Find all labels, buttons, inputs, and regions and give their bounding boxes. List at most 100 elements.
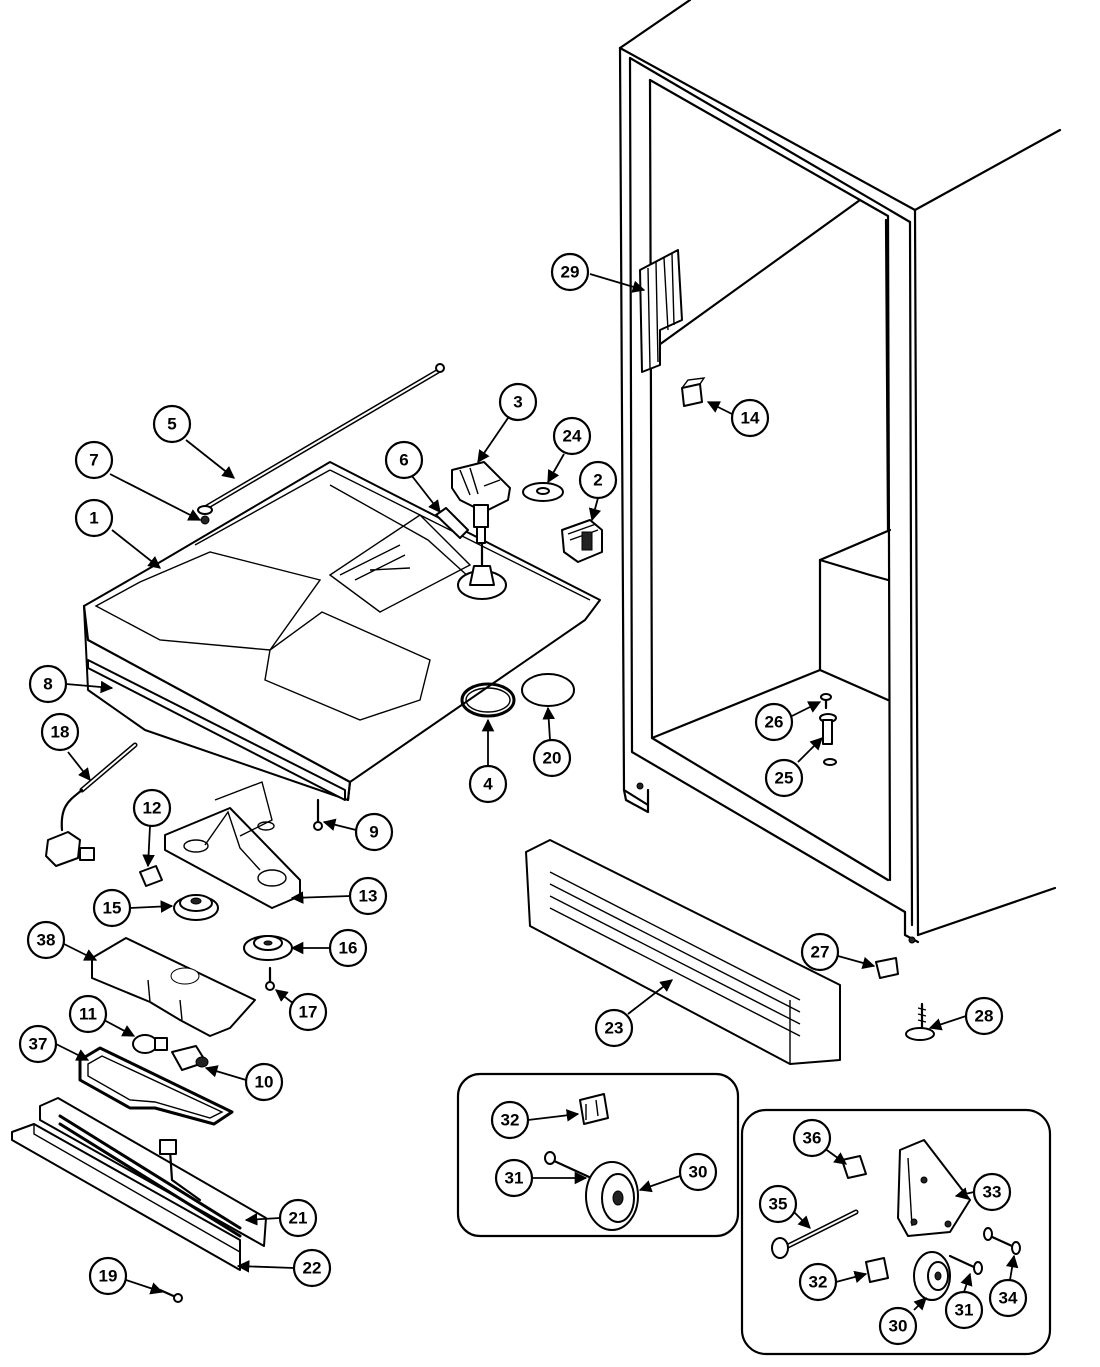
leveling-leg-part: [905, 1002, 935, 1041]
svg-text:5: 5: [167, 415, 176, 434]
callout-11: 11: [68, 994, 108, 1034]
callout-3: 3: [498, 382, 538, 422]
svg-text:7: 7: [89, 451, 98, 470]
callout-15: 15: [92, 888, 132, 928]
callout-7: 7: [74, 440, 114, 480]
svg-text:25: 25: [775, 769, 794, 788]
svg-text:27: 27: [811, 943, 830, 962]
callout-12: 12: [132, 788, 172, 828]
svg-text:23: 23: [605, 1019, 624, 1038]
callout-31-inset-b: 31: [944, 1290, 984, 1330]
svg-text:21: 21: [289, 1209, 308, 1228]
callout-22: 22: [292, 1248, 332, 1288]
callouts: 1 2 3 4 5 6 7 8 9 10 11 12 13: [18, 252, 1028, 1346]
svg-text:20: 20: [543, 749, 562, 768]
svg-text:13: 13: [359, 887, 378, 906]
callout-32-inset-a: 32: [490, 1100, 530, 1140]
callout-18: 18: [40, 712, 80, 752]
svg-text:32: 32: [809, 1273, 828, 1292]
trim-strip-part: [87, 659, 346, 801]
callout-37: 37: [18, 1024, 58, 1064]
callout-26: 26: [754, 702, 794, 742]
inset-roller-a: [456, 1072, 740, 1238]
svg-text:12: 12: [143, 799, 162, 818]
disc-part: [521, 673, 575, 707]
svg-text:36: 36: [803, 1129, 822, 1148]
callout-28: 28: [964, 996, 1004, 1036]
mounting-rail-part: [11, 1123, 241, 1271]
callout-1: 1: [74, 498, 114, 538]
svg-text:14: 14: [741, 409, 760, 428]
callout-20: 20: [532, 738, 572, 778]
block-part: [139, 865, 163, 887]
grille-clip-part: [875, 957, 899, 979]
control-panel-part: [82, 461, 601, 802]
callout-32-inset-b: 32: [798, 1262, 838, 1302]
gasket-part: [78, 1046, 234, 1126]
light-cover-part: [91, 937, 256, 1037]
callout-35: 35: [758, 1184, 798, 1224]
svg-text:3: 3: [513, 393, 522, 412]
callout-34: 34: [988, 1278, 1028, 1318]
callout-5: 5: [152, 404, 192, 444]
svg-text:35: 35: [769, 1195, 788, 1214]
svg-text:24: 24: [563, 427, 582, 446]
svg-text:28: 28: [975, 1007, 994, 1026]
clip-part: [681, 377, 706, 407]
small-screw-part: [200, 515, 210, 525]
callout-31-inset-a: 31: [494, 1158, 534, 1198]
svg-text:31: 31: [955, 1301, 974, 1320]
callout-33: 33: [972, 1172, 1012, 1212]
knob-screw-part: [265, 966, 275, 991]
callout-8: 8: [28, 664, 68, 704]
callout-17: 17: [288, 992, 328, 1032]
rail-screw-part: [158, 1288, 183, 1303]
callout-19: 19: [88, 1256, 128, 1296]
svg-text:29: 29: [561, 263, 580, 282]
svg-text:11: 11: [79, 1005, 97, 1024]
insulation-strip-part: [639, 249, 683, 373]
svg-text:37: 37: [29, 1035, 48, 1054]
callout-4: 4: [468, 764, 508, 804]
callout-10: 10: [244, 1062, 284, 1102]
svg-text:10: 10: [255, 1073, 274, 1092]
callout-36: 36: [792, 1118, 832, 1158]
shelf-support-part: [819, 693, 837, 766]
svg-text:15: 15: [103, 899, 122, 918]
svg-text:19: 19: [99, 1267, 118, 1286]
inset-roller-b: [740, 1108, 1052, 1356]
callout-21: 21: [278, 1198, 318, 1238]
svg-text:18: 18: [51, 723, 70, 742]
callout-9: 9: [354, 812, 394, 852]
screw-part: [313, 798, 323, 831]
washer-part: [522, 482, 564, 502]
control-housing-part: [451, 461, 511, 544]
svg-text:6: 6: [399, 451, 408, 470]
dial-knob-part: [243, 935, 293, 961]
callout-30-inset-b: 30: [878, 1306, 918, 1346]
bulb-part: [132, 1034, 168, 1054]
svg-text:22: 22: [303, 1259, 322, 1278]
heater-part: [39, 1097, 267, 1247]
svg-text:8: 8: [43, 675, 52, 694]
refrigerator-cabinet: [618, 0, 1062, 944]
thermostat-part: [45, 742, 138, 867]
svg-text:30: 30: [889, 1317, 908, 1336]
callout-24: 24: [552, 416, 592, 456]
svg-text:17: 17: [299, 1003, 318, 1022]
svg-text:16: 16: [339, 939, 358, 958]
callout-23: 23: [594, 1008, 634, 1048]
svg-text:4: 4: [483, 775, 493, 794]
callout-2: 2: [578, 460, 618, 500]
bracket-part: [164, 781, 301, 909]
toe-grille-part: [525, 839, 841, 1065]
svg-text:2: 2: [593, 471, 602, 490]
rod-part: [197, 363, 445, 515]
knob-part: [173, 894, 219, 921]
svg-text:38: 38: [37, 931, 56, 950]
svg-text:30: 30: [689, 1163, 708, 1182]
wire-clip-part: [435, 507, 469, 539]
callout-38: 38: [26, 920, 66, 960]
svg-text:1: 1: [89, 509, 98, 528]
